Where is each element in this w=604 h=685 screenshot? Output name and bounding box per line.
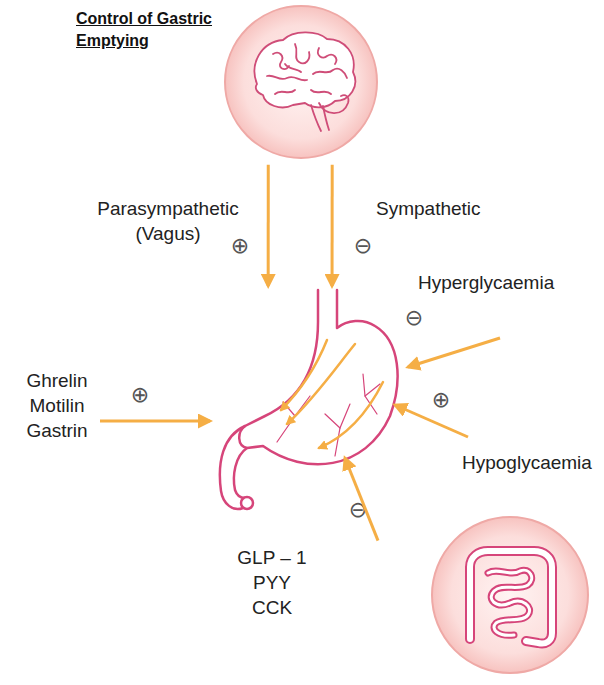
glucose-arrow [395,405,468,437]
factor-label: Hypoglycaemia [462,450,604,475]
brain-illustration [223,4,379,160]
diagram-title: Control of Gastric Emptying [76,8,216,52]
intestine-illustration [430,515,590,675]
sign-symbol: ⊕ [125,381,155,409]
intestine-circle [430,515,590,675]
sign-symbol: ⊖ [348,232,378,260]
sign-symbol: ⊕ [426,386,456,414]
hormone-arrow [100,420,210,423]
stomach-shape [215,286,405,520]
glucose-arrow [408,338,500,367]
edge-label: Sympathetic [376,196,526,221]
nerve-arrow [267,165,270,286]
sign-symbol: ⊕ [225,232,255,260]
sign-symbol: ⊖ [343,496,373,524]
factor-label: Hyperglycaemia [418,270,598,295]
brain-circle [223,4,379,160]
factor-label: Ghrelin Motilin Gastrin [22,368,92,443]
nerve-arrow [331,165,334,286]
edge-label: Parasympathetic (Vagus) [93,196,243,246]
sign-symbol: ⊖ [399,304,429,332]
edge-label: GLP – 1 PYY CCK [234,545,310,620]
stomach-illustration [215,286,405,520]
